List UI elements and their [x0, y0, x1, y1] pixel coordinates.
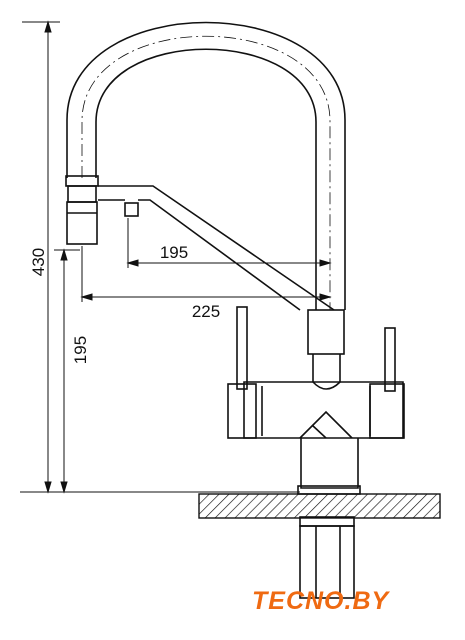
dim-reach-inner: 195 — [160, 243, 188, 262]
body — [243, 381, 404, 439]
filter-arm — [98, 185, 335, 311]
left-handle-stem — [236, 306, 248, 390]
body-v-notch — [299, 410, 353, 439]
spout-centerline — [81, 35, 331, 310]
spout-inner — [95, 48, 317, 310]
column-neck — [312, 354, 341, 390]
dim-reach-outer: 225 — [192, 302, 220, 321]
base — [300, 438, 359, 489]
supply-pipe — [299, 525, 355, 599]
countertop — [198, 493, 441, 519]
faucet-outline — [65, 21, 405, 599]
dimension-lines — [20, 20, 332, 494]
right-cap — [369, 383, 405, 439]
right-handle-stem — [384, 327, 396, 392]
filter-arm-button — [124, 202, 139, 217]
spout-tip-aerator — [66, 201, 98, 245]
spout-outer — [66, 21, 346, 310]
left-cap — [227, 383, 257, 439]
spout-column — [307, 309, 345, 355]
tecno-logo: TECNO.BY — [252, 587, 391, 615]
dim-total-height: 430 — [29, 248, 48, 276]
dim-base-height: 195 — [71, 336, 90, 364]
spout-tip-ring — [67, 185, 97, 203]
